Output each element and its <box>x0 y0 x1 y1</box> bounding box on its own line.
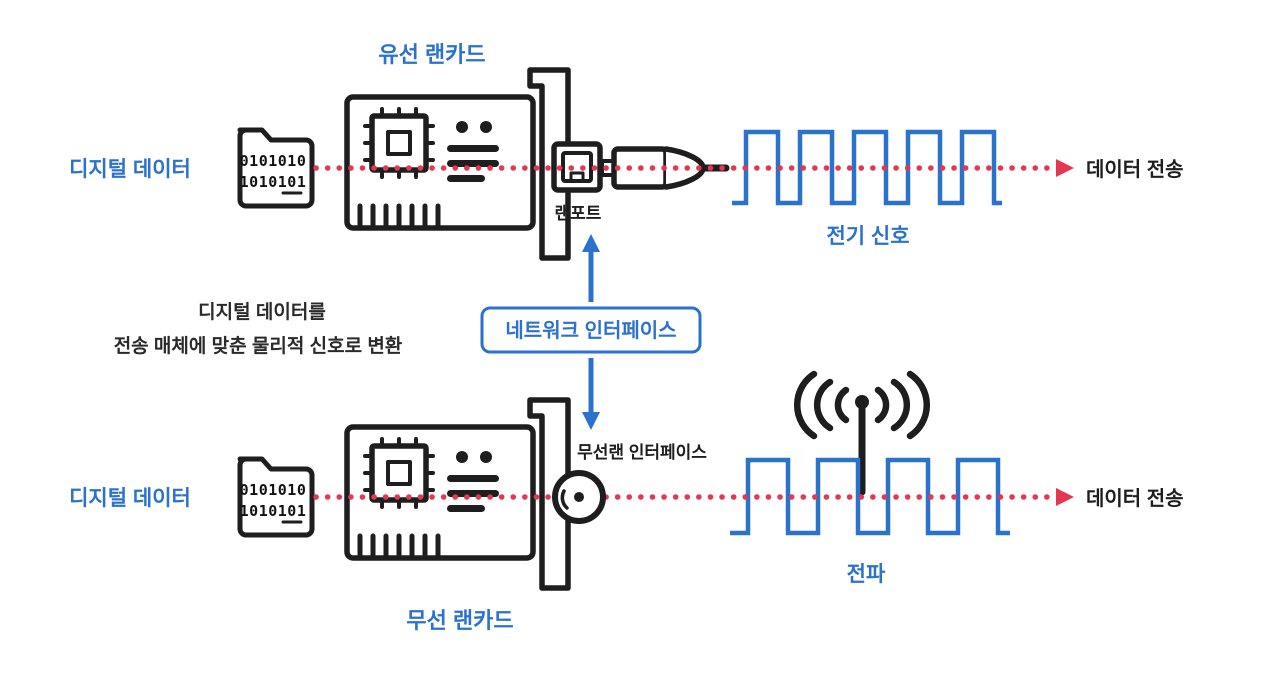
wired-lan-title: 유선 랜카드 <box>378 42 485 67</box>
radio-arc-right-mid <box>890 378 911 432</box>
lan-port-tab <box>569 171 585 183</box>
wireless-lan-card <box>347 400 568 588</box>
conversion-description-line2: 전송 매체에 맞춘 물리적 신호로 변환 <box>114 335 403 357</box>
binary-text-bottom-line1: 0101010 <box>240 481 307 499</box>
radio-wave-label: 전파 <box>847 563 886 586</box>
antenna-icon <box>794 370 930 496</box>
radio-arc-right-outer <box>906 370 930 440</box>
wired-lan-section: 0101010 1010101 유선 랜카드 디지털 데이터 랜포트 전기 신호… <box>69 42 1184 258</box>
electrical-signal-wave <box>732 129 1002 206</box>
radio-arc-left-outer <box>794 370 818 440</box>
radio-arc-left-mid <box>813 378 834 432</box>
network-interface-box <box>480 306 702 354</box>
digital-data-label-top: 디지털 데이터 <box>69 158 191 181</box>
data-flow-arrowhead-bottom <box>1056 488 1074 506</box>
data-transmission-label-top: 데이터 전송 <box>1086 158 1184 181</box>
digital-data-label-bottom: 디지털 데이터 <box>69 487 191 510</box>
wireless-connector-arc <box>560 489 569 510</box>
wired-lan-card <box>347 70 568 258</box>
arrow-down-head <box>582 412 600 430</box>
data-transmission-label-bottom: 데이터 전송 <box>1086 487 1184 510</box>
lan-port-label: 랜포트 <box>555 204 602 223</box>
network-interface-middle: 디지털 데이터를 전송 매체에 맞춘 물리적 신호로 변환 네트워크 인터페이스 <box>114 234 702 430</box>
binary-text-top-line2: 1010101 <box>240 173 307 191</box>
antenna-tip <box>855 395 869 409</box>
data-flow-arrowhead-top <box>1056 159 1074 177</box>
radio-arc-right-inner <box>874 386 890 424</box>
electrical-signal-label: 전기 신호 <box>826 225 909 248</box>
binary-text-bottom-line2: 1010101 <box>240 502 307 520</box>
wireless-connector-dot <box>574 492 584 502</box>
wireless-interface-label: 무선랜 인터페이스 <box>577 443 707 462</box>
radio-wave-signal <box>730 457 1010 536</box>
wireless-lan-section: 0101010 1010101 무선랜 인터페이스 디지털 데이터 전파 무선 … <box>69 370 1184 633</box>
wireless-connector-icon <box>552 470 606 524</box>
binary-text-top-line1: 0101010 <box>240 152 307 170</box>
radio-arc-left-inner <box>834 386 850 424</box>
wireless-lan-title: 무선 랜카드 <box>406 608 513 633</box>
conversion-description-line1: 디지털 데이터를 <box>198 301 326 323</box>
arrow-up-head <box>582 234 600 252</box>
network-interface-label: 네트워크 인터페이스 <box>505 319 676 342</box>
